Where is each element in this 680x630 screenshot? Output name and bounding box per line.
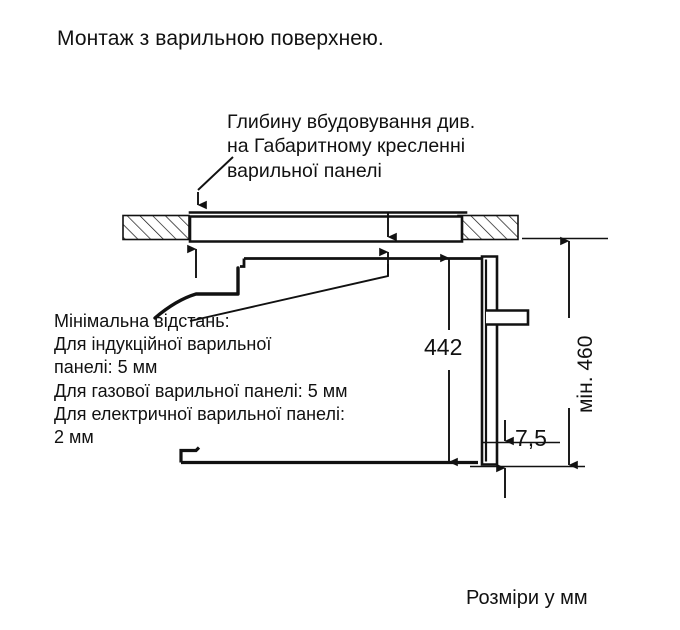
dimension-line-75 (470, 420, 585, 498)
hob-appliance (188, 211, 468, 243)
dimension-label-oven-height: 442 (424, 334, 463, 360)
dimension-line-460 (522, 236, 608, 470)
oven-appliance (179, 255, 530, 466)
minimum-distance-annotation: Мінімальна відстань: Для індукційної вар… (54, 311, 348, 448)
countertop-right-section (457, 214, 519, 241)
leader-min-distance-thick (153, 266, 240, 320)
hob-depth-annotation: Глибину вбудовування див. на Габаритному… (227, 111, 476, 182)
page-title: Монтаж з варильною поверхнею. (57, 27, 384, 50)
leader-hob-depth (197, 156, 234, 210)
dimension-label-bottom-gap: 7,5 (515, 425, 547, 451)
units-note: Розміри у мм (466, 587, 588, 609)
countertop-left-section (122, 214, 190, 241)
